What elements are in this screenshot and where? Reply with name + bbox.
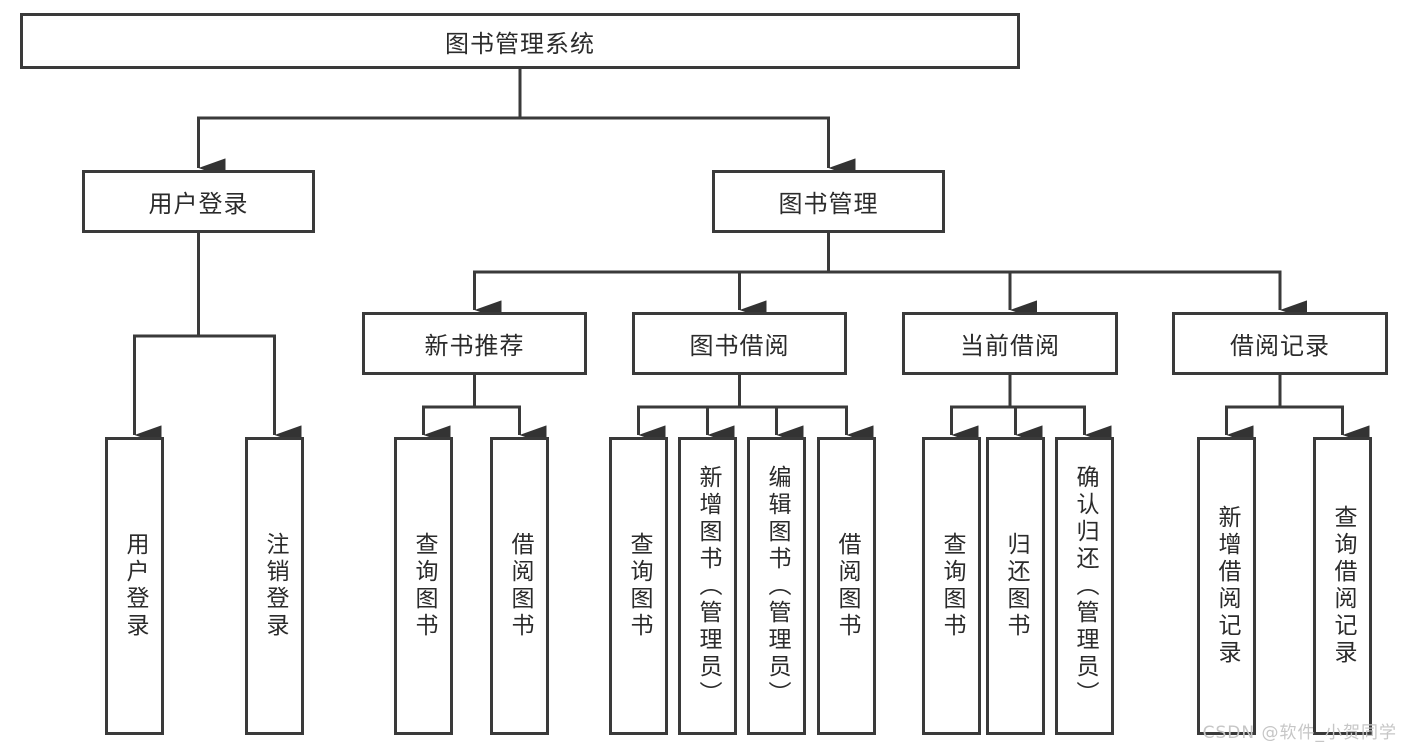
node-label: 新书推荐 (424, 332, 525, 360)
leaf-label: 查询图书 (626, 532, 652, 640)
leaf-logout: 注销登录 (245, 437, 304, 735)
node-user-login: 用户登录 (82, 170, 315, 233)
leaf-confirm-return-admin: 确认归还（管理员） (1055, 437, 1114, 735)
leaf-label: 注销登录 (262, 532, 288, 640)
node-label: 当前借阅 (960, 332, 1060, 360)
leaf-add-books-admin: 新增图书（管理员） (678, 437, 737, 735)
node-label: 图书管理系统 (445, 29, 595, 58)
leaf-label: 用户登录 (122, 532, 148, 640)
leaf-label: 新增借阅记录 (1214, 505, 1240, 667)
leaf-query-books-newbook: 查询图书 (394, 437, 453, 735)
node-label: 图书管理 (778, 190, 879, 218)
node-library-system: 图书管理系统 (20, 13, 1020, 69)
leaf-label: 归还图书 (1003, 532, 1029, 640)
leaf-query-borrow-record: 查询借阅记录 (1313, 437, 1372, 735)
leaf-label: 确认归还（管理员） (1072, 464, 1098, 708)
leaf-label: 查询借阅记录 (1330, 505, 1356, 667)
leaf-label: 新增图书（管理员） (695, 464, 721, 708)
leaf-label: 借阅图书 (507, 532, 533, 640)
csdn-watermark: CSDN @软件_小贺同学 (1202, 723, 1397, 743)
leaf-label: 查询图书 (939, 532, 965, 640)
leaf-query-books-borrow: 查询图书 (609, 437, 668, 735)
leaf-label: 借阅图书 (834, 532, 860, 640)
node-label: 用户登录 (148, 190, 249, 218)
node-label: 图书借阅 (689, 332, 790, 360)
node-book-borrow: 图书借阅 (632, 312, 847, 375)
leaf-label: 查询图书 (411, 532, 437, 640)
node-book-management: 图书管理 (712, 170, 945, 233)
leaf-borrow-books-borrow: 借阅图书 (817, 437, 876, 735)
leaf-add-borrow-record: 新增借阅记录 (1197, 437, 1256, 735)
node-borrow-records: 借阅记录 (1172, 312, 1388, 375)
leaf-user-login: 用户登录 (105, 437, 164, 735)
leaf-label: 编辑图书（管理员） (764, 464, 790, 708)
node-current-borrow: 当前借阅 (902, 312, 1118, 375)
leaf-edit-books-admin: 编辑图书（管理员） (747, 437, 806, 735)
node-new-book-recommend: 新书推荐 (362, 312, 587, 375)
leaf-borrow-books-newbook: 借阅图书 (490, 437, 549, 735)
leaf-query-books-current: 查询图书 (922, 437, 981, 735)
leaf-return-books: 归还图书 (986, 437, 1045, 735)
node-label: 借阅记录 (1230, 332, 1330, 360)
